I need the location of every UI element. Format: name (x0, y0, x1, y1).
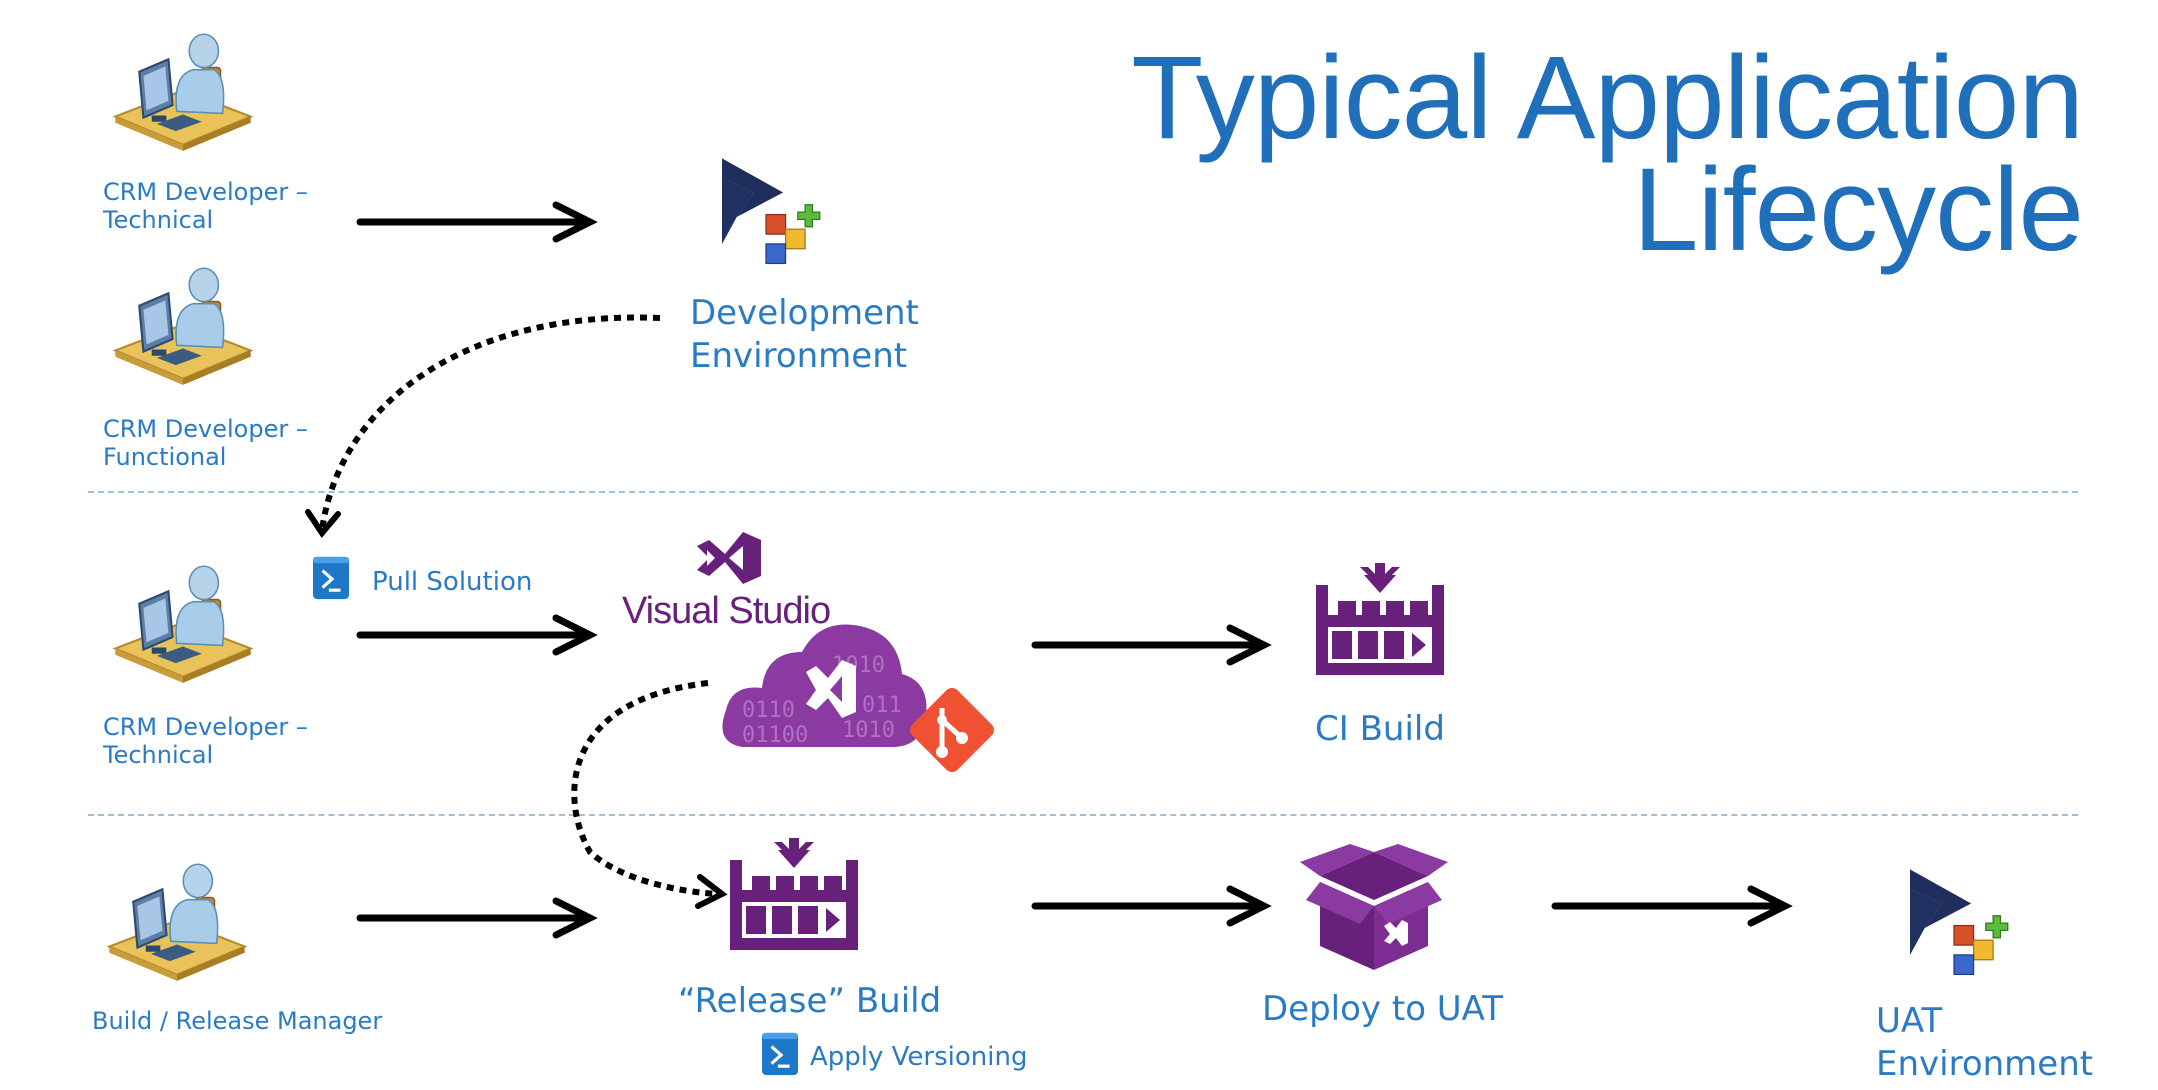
node-label-development-environment: Development Environment (690, 293, 919, 376)
lane-divider-bottom (88, 814, 2078, 816)
arrow-release-to-deploy-head (1226, 885, 1272, 927)
node-label-release-build: “Release” Build (678, 981, 942, 1021)
node-label-ci-build: CI Build (1315, 709, 1445, 749)
arrow-vs-to-ci-head (1226, 624, 1272, 666)
apply-versioning-label: Apply Versioning (810, 1042, 1028, 1072)
dotted-arrow-vsts-to-release (571, 680, 719, 897)
title-line-1: Typical Application (1131, 32, 2084, 164)
visual-studio-brand: Visual Studio (622, 590, 831, 632)
node-label-uat-environment: UAT Environment (1876, 1001, 2094, 1084)
dotted-arrow-pull-solution-head (305, 509, 341, 538)
svg-text:01100: 01100 (742, 723, 808, 748)
pull-solution-label: Pull Solution (372, 567, 533, 597)
node-label-deploy-uat: Deploy to UAT (1262, 989, 1504, 1029)
dotted-arrow-pull-solution (319, 314, 661, 531)
svg-text:011: 011 (862, 693, 902, 718)
git-icon (910, 688, 994, 772)
svg-text:0110: 0110 (742, 698, 795, 723)
package-icon (1300, 844, 1448, 970)
role-label-build-manager: Build / Release Manager (92, 1007, 383, 1035)
role-label-dev-functional: CRM Developer – Functional (103, 415, 308, 471)
lane-divider-top (88, 491, 2078, 493)
vsts-cloud-icon: 0110 1010 011 01100 1010 (722, 624, 927, 748)
arrow-dev-to-dev-env-head (552, 201, 598, 243)
arrow-dev2-to-vs-head (552, 614, 598, 656)
visual-studio-icon (697, 532, 761, 584)
role-label-dev-technical: CRM Developer – Technical (103, 178, 308, 234)
role-label-dev-technical-2: CRM Developer – Technical (103, 713, 308, 769)
svg-text:1010: 1010 (842, 718, 895, 743)
arrow-deploy-to-uat-head (1747, 885, 1793, 927)
page-title: Typical Application Lifecycle (1131, 32, 2084, 276)
arrow-manager-to-release-head (552, 897, 598, 939)
dotted-arrow-vsts-to-release-head (695, 874, 728, 909)
title-line-2: Lifecycle (1632, 144, 2084, 276)
